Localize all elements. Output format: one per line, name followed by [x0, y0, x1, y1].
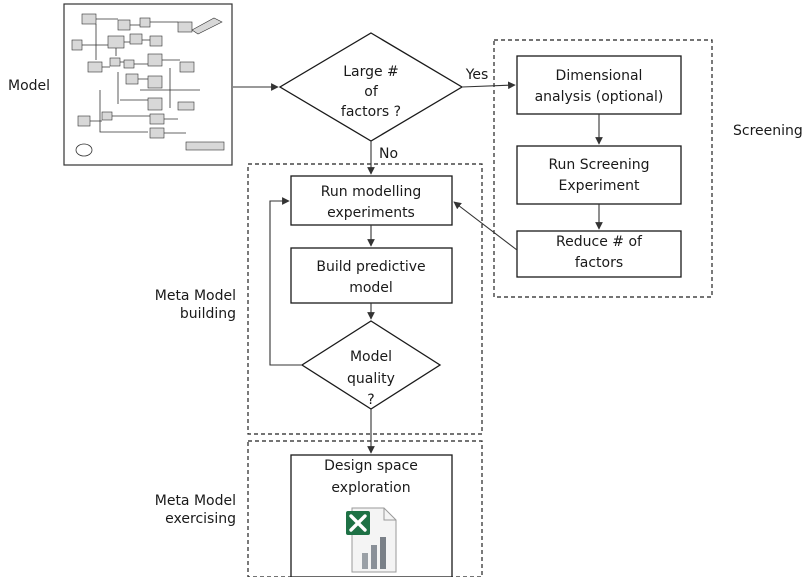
- dimensional-analysis-line1: Dimensional: [556, 68, 643, 84]
- large-factors-line2: of: [364, 84, 379, 100]
- run-modelling-line1: Run modelling: [321, 184, 421, 200]
- meta-model-building-label-line1: Meta Model: [155, 288, 236, 304]
- run-screening-box: [516, 145, 682, 205]
- edge-reduce-to-run-modelling: [453, 201, 518, 251]
- model-thumbnail-icon: [63, 3, 233, 166]
- large-factors-line1: Large #: [343, 64, 399, 80]
- large-factors-line3: factors ?: [341, 104, 401, 120]
- screening-label: Screening: [733, 123, 803, 139]
- design-space-line1: Design space: [324, 458, 418, 474]
- build-predictive-line2: model: [349, 280, 393, 296]
- run-modelling-box: [290, 175, 453, 226]
- reduce-factors-line1: Reduce # of: [556, 234, 643, 250]
- meta-model-building-label-line2: building: [180, 306, 236, 322]
- model-quality-line1: Model: [350, 349, 392, 365]
- meta-model-exercising-label-line2: exercising: [165, 511, 236, 527]
- run-modelling-line2: experiments: [327, 205, 415, 221]
- screening-region: [493, 39, 713, 298]
- yes-label: Yes: [465, 67, 489, 83]
- meta-model-exercising-region: [247, 440, 483, 577]
- model-label: Model: [8, 78, 50, 94]
- reduce-factors-line2: factors: [575, 255, 623, 271]
- build-predictive-box: [290, 247, 453, 304]
- reduce-factors-box: [516, 230, 682, 278]
- build-predictive-line1: Build predictive: [316, 259, 425, 275]
- run-screening-line2: Experiment: [559, 178, 640, 194]
- design-space-line2: exploration: [331, 480, 410, 496]
- edge-yes: [461, 81, 516, 90]
- model-quality-line2: quality: [347, 371, 395, 387]
- meta-model-exercising-label-line1: Meta Model: [155, 493, 236, 509]
- excel-chart-icon: [346, 507, 397, 573]
- model-quality-line3: ?: [367, 392, 374, 408]
- dimensional-analysis-box: [516, 55, 682, 115]
- run-screening-line1: Run Screening: [548, 157, 649, 173]
- dimensional-analysis-line2: analysis (optional): [535, 89, 664, 105]
- no-label: No: [379, 146, 398, 162]
- edge-quality-loop-back: [269, 197, 302, 366]
